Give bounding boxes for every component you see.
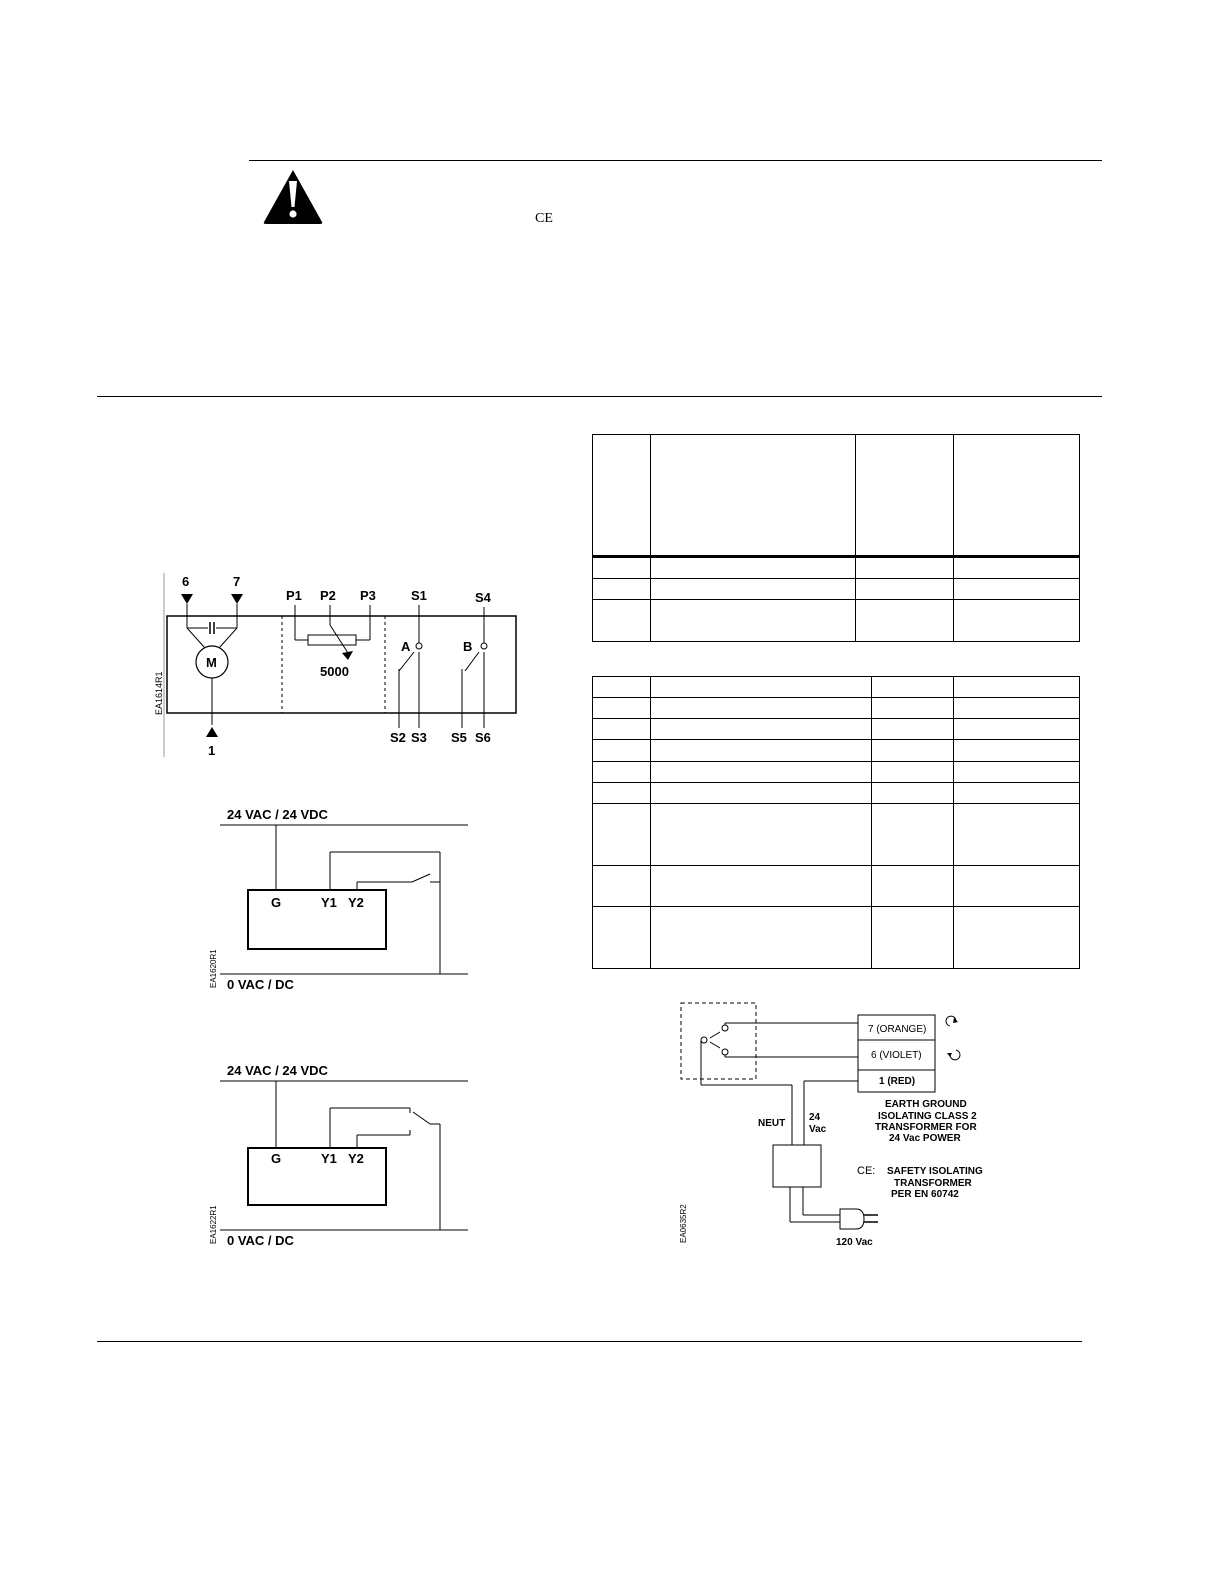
ce-mark-icon: CE xyxy=(535,211,553,225)
diagram-code: EA1614R1 xyxy=(154,671,164,715)
controller-box xyxy=(247,1147,387,1206)
terminal-s3-label: S3 xyxy=(411,730,427,745)
terminal-s1-label: S1 xyxy=(411,588,427,603)
note-2-line2: TRANSFORMER xyxy=(894,1178,973,1189)
switch-a-contact-icon xyxy=(415,642,423,650)
terminal-y1-label: Y1 xyxy=(321,1151,337,1166)
controller-box xyxy=(247,889,387,950)
supply-label: 24 VAC / 24 VDC xyxy=(227,807,329,822)
switch-b-label: B xyxy=(463,639,472,654)
transformer-diagram: 7 (ORANGE) 6 (VIOLET) 1 (RED) NEUT 24 Va… xyxy=(679,1002,983,1248)
table-header-row xyxy=(592,434,1080,558)
motor-label: M xyxy=(206,655,217,670)
rotate-cw-icon xyxy=(949,1049,961,1061)
terminal-p3-label: P3 xyxy=(360,588,376,603)
supply-label: 24 VAC / 24 VDC xyxy=(227,1063,329,1078)
controller-dashed-box xyxy=(680,1002,757,1080)
spec-table-1 xyxy=(592,434,1080,642)
plug-icon xyxy=(839,1208,865,1230)
table-row xyxy=(592,676,1080,698)
terminal-y1-label: Y1 xyxy=(321,895,337,910)
terminal-g-label: G xyxy=(271,1151,281,1166)
terminal-1-arrow xyxy=(206,727,218,737)
terminal-s4-label: S4 xyxy=(475,590,492,605)
table-row xyxy=(592,906,1080,969)
terminal-7-label: 7 xyxy=(233,574,240,589)
table-row xyxy=(592,782,1080,804)
table-row xyxy=(592,761,1080,783)
terminal-7-arrow xyxy=(231,594,243,604)
table-row xyxy=(592,803,1080,866)
changeover-switch-icon xyxy=(412,1111,431,1125)
terminal-s6-label: S6 xyxy=(475,730,491,745)
terminal-6-label: 6 xyxy=(182,574,189,589)
terminal-s5-label: S5 xyxy=(451,730,467,745)
table-row xyxy=(592,865,1080,907)
terminal-p2-label: P2 xyxy=(320,588,336,603)
terminal-y2-label: Y2 xyxy=(348,895,364,910)
table-row xyxy=(592,718,1080,740)
diagram-code: EA0635R2 xyxy=(679,1204,688,1243)
wiring-diagram-2: 24 VAC / 24 VDC G Y1 Y2 0 VAC / DC EA162… xyxy=(209,1063,468,1248)
terminal-6-arrow xyxy=(181,594,193,604)
wire-7-box xyxy=(857,1014,936,1041)
spec-table-2 xyxy=(592,676,1080,969)
terminal-1-label: 1 xyxy=(208,743,215,758)
plug-label: 120 Vac xyxy=(836,1237,873,1248)
wire-6-box xyxy=(857,1039,936,1071)
table-row xyxy=(592,739,1080,762)
terminal-g-label: G xyxy=(271,895,281,910)
note-1-line3: TRANSFORMER FOR xyxy=(875,1122,977,1133)
table-row xyxy=(592,578,1080,600)
vac24-label-line2: Vac xyxy=(809,1124,827,1135)
terminal-s2-label: S2 xyxy=(390,730,406,745)
top-rule xyxy=(249,160,1102,161)
ground-label: 0 VAC / DC xyxy=(227,977,295,992)
diagram-code: EA1622R1 xyxy=(209,1205,218,1244)
ground-label: 0 VAC / DC xyxy=(227,1233,295,1248)
neut-label: NEUT xyxy=(758,1118,785,1129)
switch-a-label: A xyxy=(401,639,411,654)
vac24-label-line1: 24 xyxy=(809,1112,821,1123)
wire-1-box xyxy=(857,1069,936,1093)
note-2-line1: SAFETY ISOLATING xyxy=(887,1166,983,1177)
wire-1-label: 1 (RED) xyxy=(879,1076,915,1087)
pot-value-label: 5000 xyxy=(320,664,349,679)
wire-6-label: 6 (VIOLET) xyxy=(871,1050,922,1061)
note-1-line1: EARTH GROUND xyxy=(885,1099,967,1110)
terminal-y2-label: Y2 xyxy=(348,1151,364,1166)
footer-rule xyxy=(97,1341,1082,1342)
rotate-ccw-icon xyxy=(945,1015,957,1027)
diagram-code: EA1620R1 xyxy=(209,949,218,988)
table-row xyxy=(592,599,1080,642)
terminal-p1-label: P1 xyxy=(286,588,302,603)
warning-triangle-icon xyxy=(263,170,323,224)
switch-b-contact-icon xyxy=(480,642,488,650)
section-rule xyxy=(97,396,1102,397)
ce-prefix: CE: xyxy=(857,1165,875,1177)
table-row xyxy=(592,697,1080,719)
ce-mark: CE xyxy=(535,211,553,225)
transformer-box xyxy=(772,1144,822,1188)
wire-7-label: 7 (ORANGE) xyxy=(868,1024,926,1035)
motor-terminal-diagram: 6 7 M 1 P1 P2 P3 5000 S1 A S2 S3 S4 B S5… xyxy=(154,573,517,758)
note-2-line3: PER EN 60742 xyxy=(891,1189,959,1200)
table-row xyxy=(592,556,1080,579)
wiring-diagram-1: 24 VAC / 24 VDC G Y1 Y2 0 VAC / DC EA162… xyxy=(209,807,468,992)
note-1-line4: 24 Vac POWER xyxy=(889,1133,961,1144)
switch-icon xyxy=(411,873,431,883)
note-1-line2: ISOLATING CLASS 2 xyxy=(878,1111,977,1122)
potentiometer-icon xyxy=(307,634,357,646)
